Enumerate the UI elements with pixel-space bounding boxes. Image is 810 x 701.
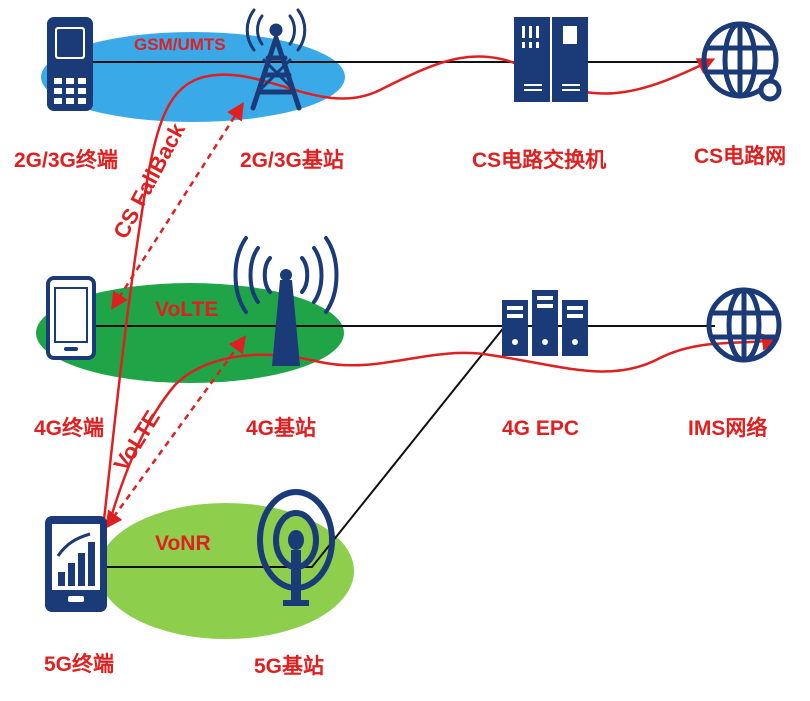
node-label-4g-terminal: 4G终端 [34, 417, 105, 440]
cluster-label-volte: VoLTE [155, 298, 219, 321]
ims-globe-icon [706, 287, 782, 363]
cluster-label-vonr: VoNR [155, 532, 211, 555]
node-label-2g3g-terminal: 2G/3G终端 [14, 149, 118, 172]
globe-icon [701, 21, 782, 102]
smartphone-icon [46, 276, 96, 360]
node-label-4g-epc: 4G EPC [502, 417, 580, 440]
node-label-ims: IMS网络 [688, 417, 768, 440]
link-5g-to-epc [95, 325, 506, 568]
5g-phone-icon [45, 516, 107, 612]
node-label-cs-switch: CS电路交换机 [472, 149, 607, 172]
node-label-cs-network: CS电路网 [694, 145, 787, 168]
switch-server-icon [514, 17, 588, 102]
node-label-5g-bs: 5G基站 [254, 655, 325, 678]
node-label-5g-terminal: 5G终端 [44, 653, 115, 676]
ellipse-5g [98, 503, 354, 639]
cell-tower-icon [245, 8, 307, 111]
volte-arrow [104, 335, 247, 529]
cs-fallback-arrow [111, 102, 244, 310]
node-label-2g3g-bs: 2G/3G基站 [240, 149, 344, 172]
5g-antenna-icon [257, 489, 335, 606]
connection-lines [70, 61, 715, 568]
feature-phone-icon [47, 17, 93, 111]
antenna-icon [233, 236, 339, 366]
fallback-paths [104, 102, 247, 529]
cluster-label-gsm-umts: GSM/UMTS [134, 35, 226, 54]
server-rack-icon [502, 290, 588, 356]
node-label-4g-bs: 4G基站 [246, 417, 317, 440]
